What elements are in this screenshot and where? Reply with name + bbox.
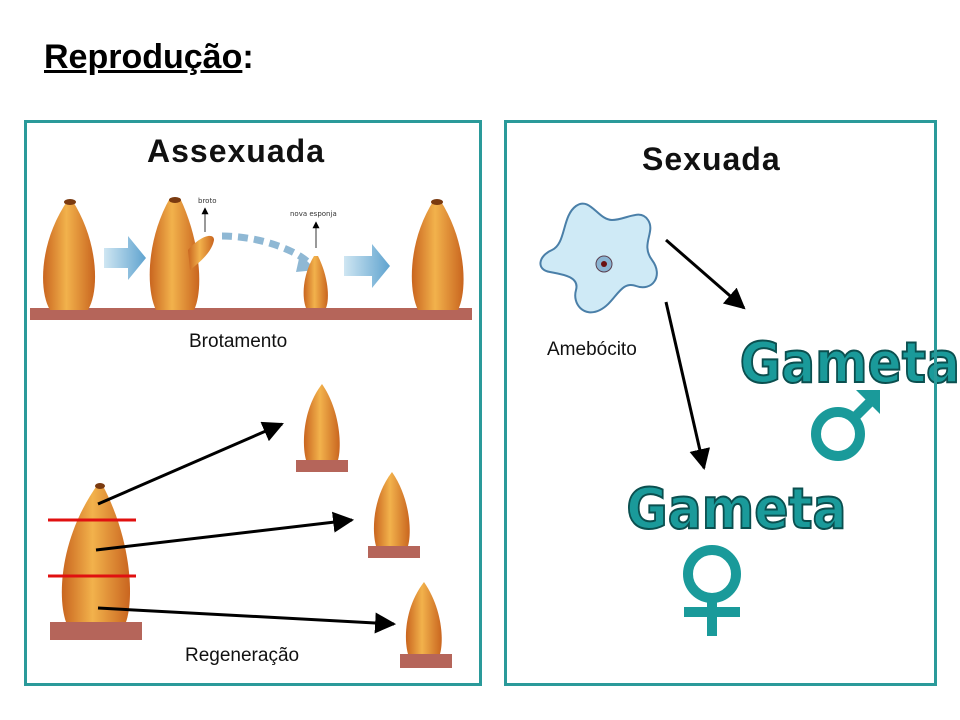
page-title: Reprodução:: [44, 38, 254, 77]
sponge-4: [411, 200, 464, 310]
bud: [188, 235, 214, 270]
male-symbol-icon: [811, 390, 880, 461]
regen-base: [50, 622, 142, 640]
budding-caption: Brotamento: [189, 331, 288, 352]
regen-arrow-2: [95, 511, 355, 552]
regen-sponge-3: [405, 582, 442, 654]
regen-arrow-3: [97, 606, 397, 634]
amebocyte-illustration: [539, 202, 658, 314]
gameta-female-label: Gameta: [626, 476, 846, 541]
sponge-3: [303, 256, 328, 308]
regeneration-illustration: [48, 384, 452, 668]
female-symbol-icon: [683, 545, 741, 636]
sexual-heading: Sexuada: [642, 141, 781, 177]
arrow-to-male: [665, 238, 746, 310]
sponge-1: [43, 200, 96, 310]
regen-arrow-1: [97, 421, 284, 506]
new-sponge-label: nova esponja: [290, 210, 337, 218]
sexual-panel: Sexuada Amebócito: [504, 120, 937, 686]
budding-illustration: broto nova esponja: [30, 197, 472, 320]
regen-sponge-2: [373, 472, 410, 546]
arrow-to-female: [664, 301, 711, 471]
arrow-1: [104, 236, 146, 280]
arrow-2: [344, 244, 390, 288]
title-text: Reprodução: [44, 38, 243, 76]
title-colon: :: [242, 38, 254, 76]
regeneration-caption: Regeneração: [185, 645, 300, 666]
sponge-2: [149, 198, 200, 310]
asexual-panel: Assexuada Brotamento Regeneração: [24, 120, 482, 686]
amebocyte-caption: Amebócito: [547, 339, 637, 360]
asexual-heading: Assexuada: [147, 133, 325, 169]
regen-sponge-1: [303, 384, 340, 460]
bud-label: broto: [198, 197, 216, 205]
substrate-base: [30, 308, 472, 320]
gameta-male-label: Gameta: [740, 330, 960, 395]
